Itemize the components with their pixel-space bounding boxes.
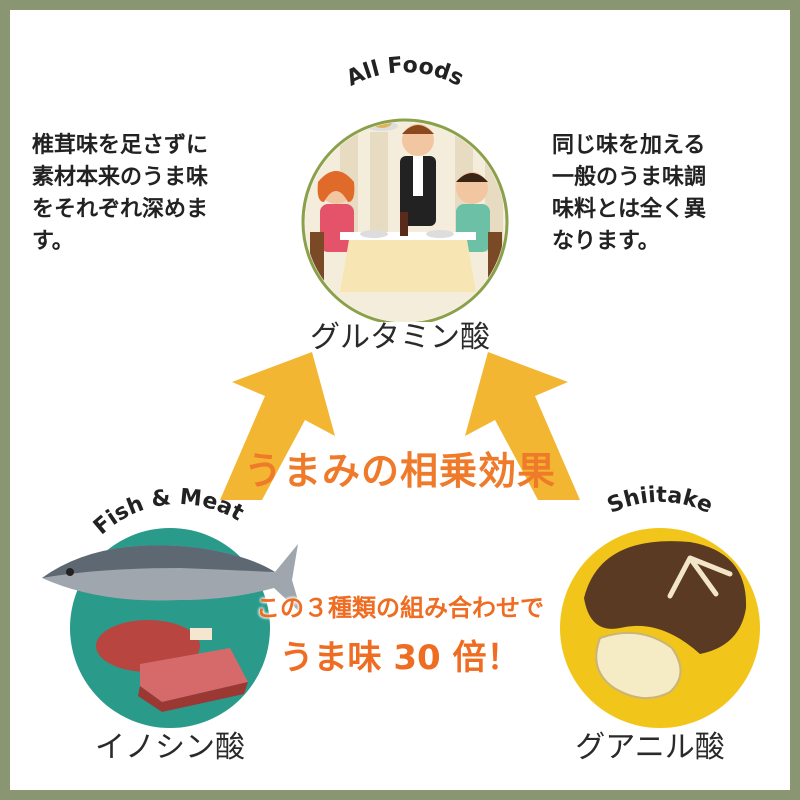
guanylic-acid-label: グアニル酸: [575, 730, 725, 765]
left-note-line: す。: [32, 229, 74, 254]
fish-meat-illustration: Fish & Meat: [42, 488, 302, 728]
all-foods-illustration: All Foods: [301, 53, 509, 322]
right-arrow-icon: [465, 352, 580, 500]
shiitake-arc-label: Shiitake: [604, 483, 716, 519]
right-note-line: 味料とは全く異: [552, 197, 707, 222]
synergy-title: うまみの相乗効果: [243, 449, 556, 493]
right-note-line: 同じ味を加える: [552, 133, 706, 158]
combo-caption: この３種類の組み合わせで: [256, 594, 544, 622]
glutamic-acid-label: グルタミン酸: [310, 320, 490, 355]
left-note: 椎茸味を足さずに 素材本来のうま味 をそれぞれ深めま す。: [32, 130, 208, 258]
left-arrow-icon: [220, 352, 335, 500]
right-note-line: 一般のうま味調: [552, 165, 707, 190]
combo-headline: うま味 30 倍！: [279, 638, 521, 678]
left-note-line: 椎茸味を足さずに: [32, 133, 209, 158]
shiitake-illustration: Shiitake: [560, 483, 760, 728]
left-note-line: 素材本来のうま味: [32, 165, 209, 190]
right-note-line: なります。: [552, 229, 660, 254]
right-note: 同じ味を加える 一般のうま味調 味料とは全く異 なります。: [552, 130, 706, 258]
left-note-line: をそれぞれ深めま: [32, 197, 209, 222]
all-foods-arc-label: All Foods: [343, 53, 468, 92]
inosinic-acid-label: イノシン酸: [95, 730, 245, 765]
